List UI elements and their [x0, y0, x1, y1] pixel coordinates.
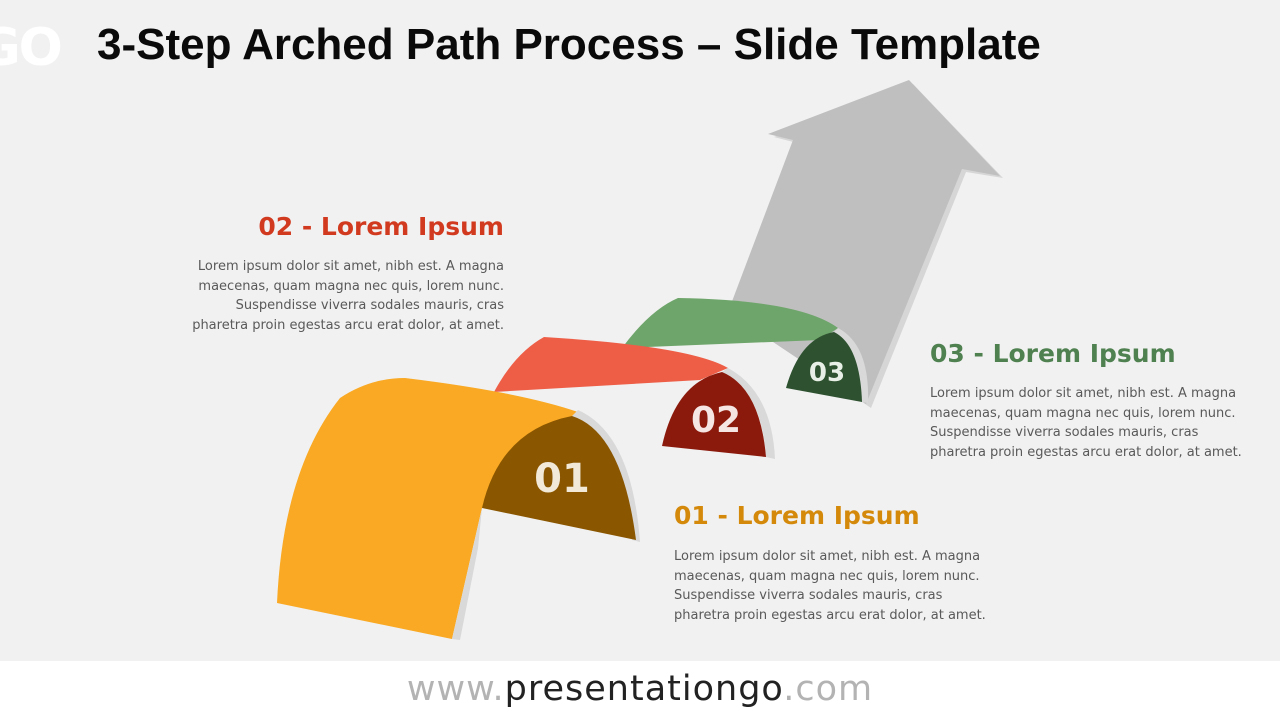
- step-2-line: Suspendisse viverra sodales mauris, cras: [235, 298, 504, 313]
- step-1-line: Suspendisse viverra sodales mauris, cras: [674, 588, 943, 603]
- footer-website-link[interactable]: www.presentationgo.com: [407, 669, 873, 709]
- footer-bar: www.presentationgo.com: [0, 661, 1280, 720]
- footer-url-prefix: www.: [406, 669, 505, 709]
- step-3-line: Lorem ipsum dolor sit amet, nibh est. A …: [930, 386, 1237, 401]
- step-2-line: maecenas, quam magna nec quis, lorem nun…: [198, 278, 504, 294]
- step-1-description: Lorem ipsum dolor sit amet, nibh est. A …: [674, 547, 994, 625]
- step-2-line: pharetra proin egestas arcu erat dolor, …: [192, 317, 504, 333]
- step-3-line: pharetra proin egestas arcu erat dolor, …: [930, 444, 1242, 460]
- step-2-heading: 02 - Lorem Ipsum: [258, 212, 504, 241]
- step-number-03: 03: [809, 358, 845, 388]
- step-1-line: Lorem ipsum dolor sit amet, nibh est. A …: [674, 549, 981, 564]
- step-1-line: pharetra proin egestas arcu erat dolor, …: [674, 607, 986, 623]
- step-number-01: 01: [534, 456, 590, 502]
- footer-url-domain: presentationgo: [504, 669, 784, 709]
- step-3-line: maecenas, quam magna nec quis, lorem nun…: [930, 405, 1236, 421]
- step-3-heading: 03 - Lorem Ipsum: [930, 339, 1176, 368]
- step-1-heading: 01 - Lorem Ipsum: [674, 501, 920, 530]
- step-2-arch: [494, 337, 775, 459]
- step-3-line: Suspendisse viverra sodales mauris, cras: [930, 425, 1199, 440]
- step-1-arch: [277, 378, 640, 640]
- step-number-02: 02: [691, 400, 741, 441]
- step-2-line: Lorem ipsum dolor sit amet, nibh est. A …: [197, 259, 504, 274]
- slide-title: 3-Step Arched Path Process – Slide Templ…: [97, 20, 1041, 69]
- step-2-description: Lorem ipsum dolor sit amet, nibh est. A …: [184, 257, 504, 335]
- brand-logo-fragment: GO: [0, 18, 63, 78]
- step-1-line: maecenas, quam magna nec quis, lorem nun…: [674, 568, 980, 584]
- footer-url-suffix: .com: [783, 669, 874, 709]
- step-3-description: Lorem ipsum dolor sit amet, nibh est. A …: [930, 384, 1250, 462]
- step-3-arch: [622, 298, 869, 403]
